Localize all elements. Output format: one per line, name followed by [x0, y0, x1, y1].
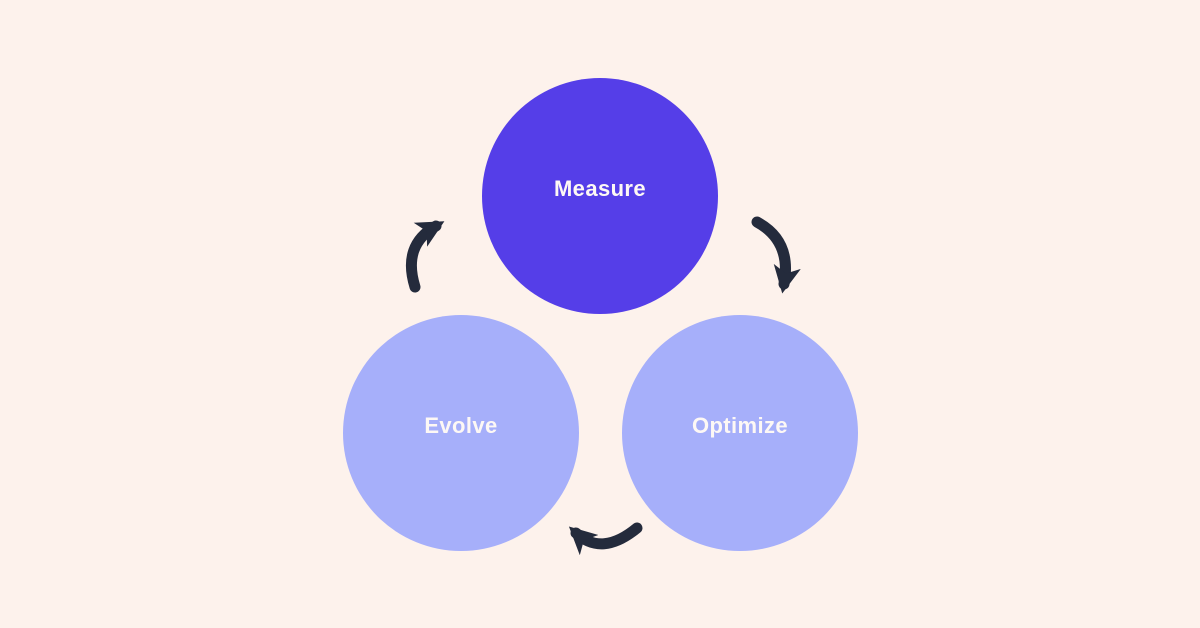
- arrow-evolve-to-measure-icon: [406, 220, 445, 293]
- arrow-optimize-to-evolve-icon: [568, 522, 643, 556]
- node-evolve-label: Evolve: [424, 413, 498, 438]
- node-optimize: Optimize: [622, 315, 858, 551]
- node-optimize-label: Optimize: [691, 413, 789, 438]
- node-measure: Measure: [482, 78, 718, 314]
- arrow-measure-to-optimize-icon: [751, 216, 801, 294]
- node-evolve: Evolve: [343, 315, 579, 551]
- node-measure-label: Measure: [553, 176, 647, 201]
